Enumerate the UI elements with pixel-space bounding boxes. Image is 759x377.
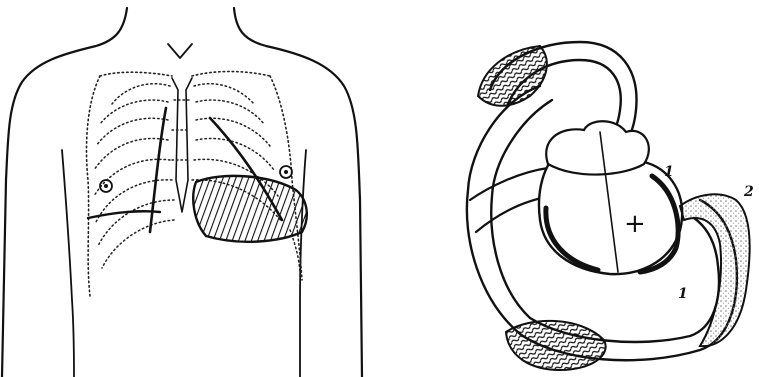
jugular-notch: [168, 44, 192, 58]
label-2: 2: [743, 184, 754, 200]
pulmonary-capillary-bed: [478, 46, 547, 106]
left-lung-fissure: [150, 108, 166, 232]
systemic-capillary-bed: [506, 321, 606, 370]
right-nipple: [280, 166, 292, 178]
label-1-top: 1: [664, 164, 674, 180]
left-diaphragm-line: [88, 211, 160, 218]
atrium-lobes: [546, 121, 649, 174]
hatched-cardiac-region: [193, 176, 307, 242]
clavicle-right: [192, 72, 270, 77]
vena-cava: [470, 168, 548, 200]
plus-sign: +: [624, 209, 646, 239]
ribs-left: [94, 84, 174, 268]
left-arm: [62, 150, 74, 377]
chest-panel: [2, 8, 362, 377]
thorax-boundary-left: [87, 76, 101, 296]
sternum: [172, 78, 192, 212]
label-1-bottom: 1: [678, 286, 688, 302]
clavicle-left: [100, 72, 172, 76]
circulation-panel: 1 1 2 +: [467, 42, 754, 370]
aorta-stippled: [680, 194, 750, 346]
